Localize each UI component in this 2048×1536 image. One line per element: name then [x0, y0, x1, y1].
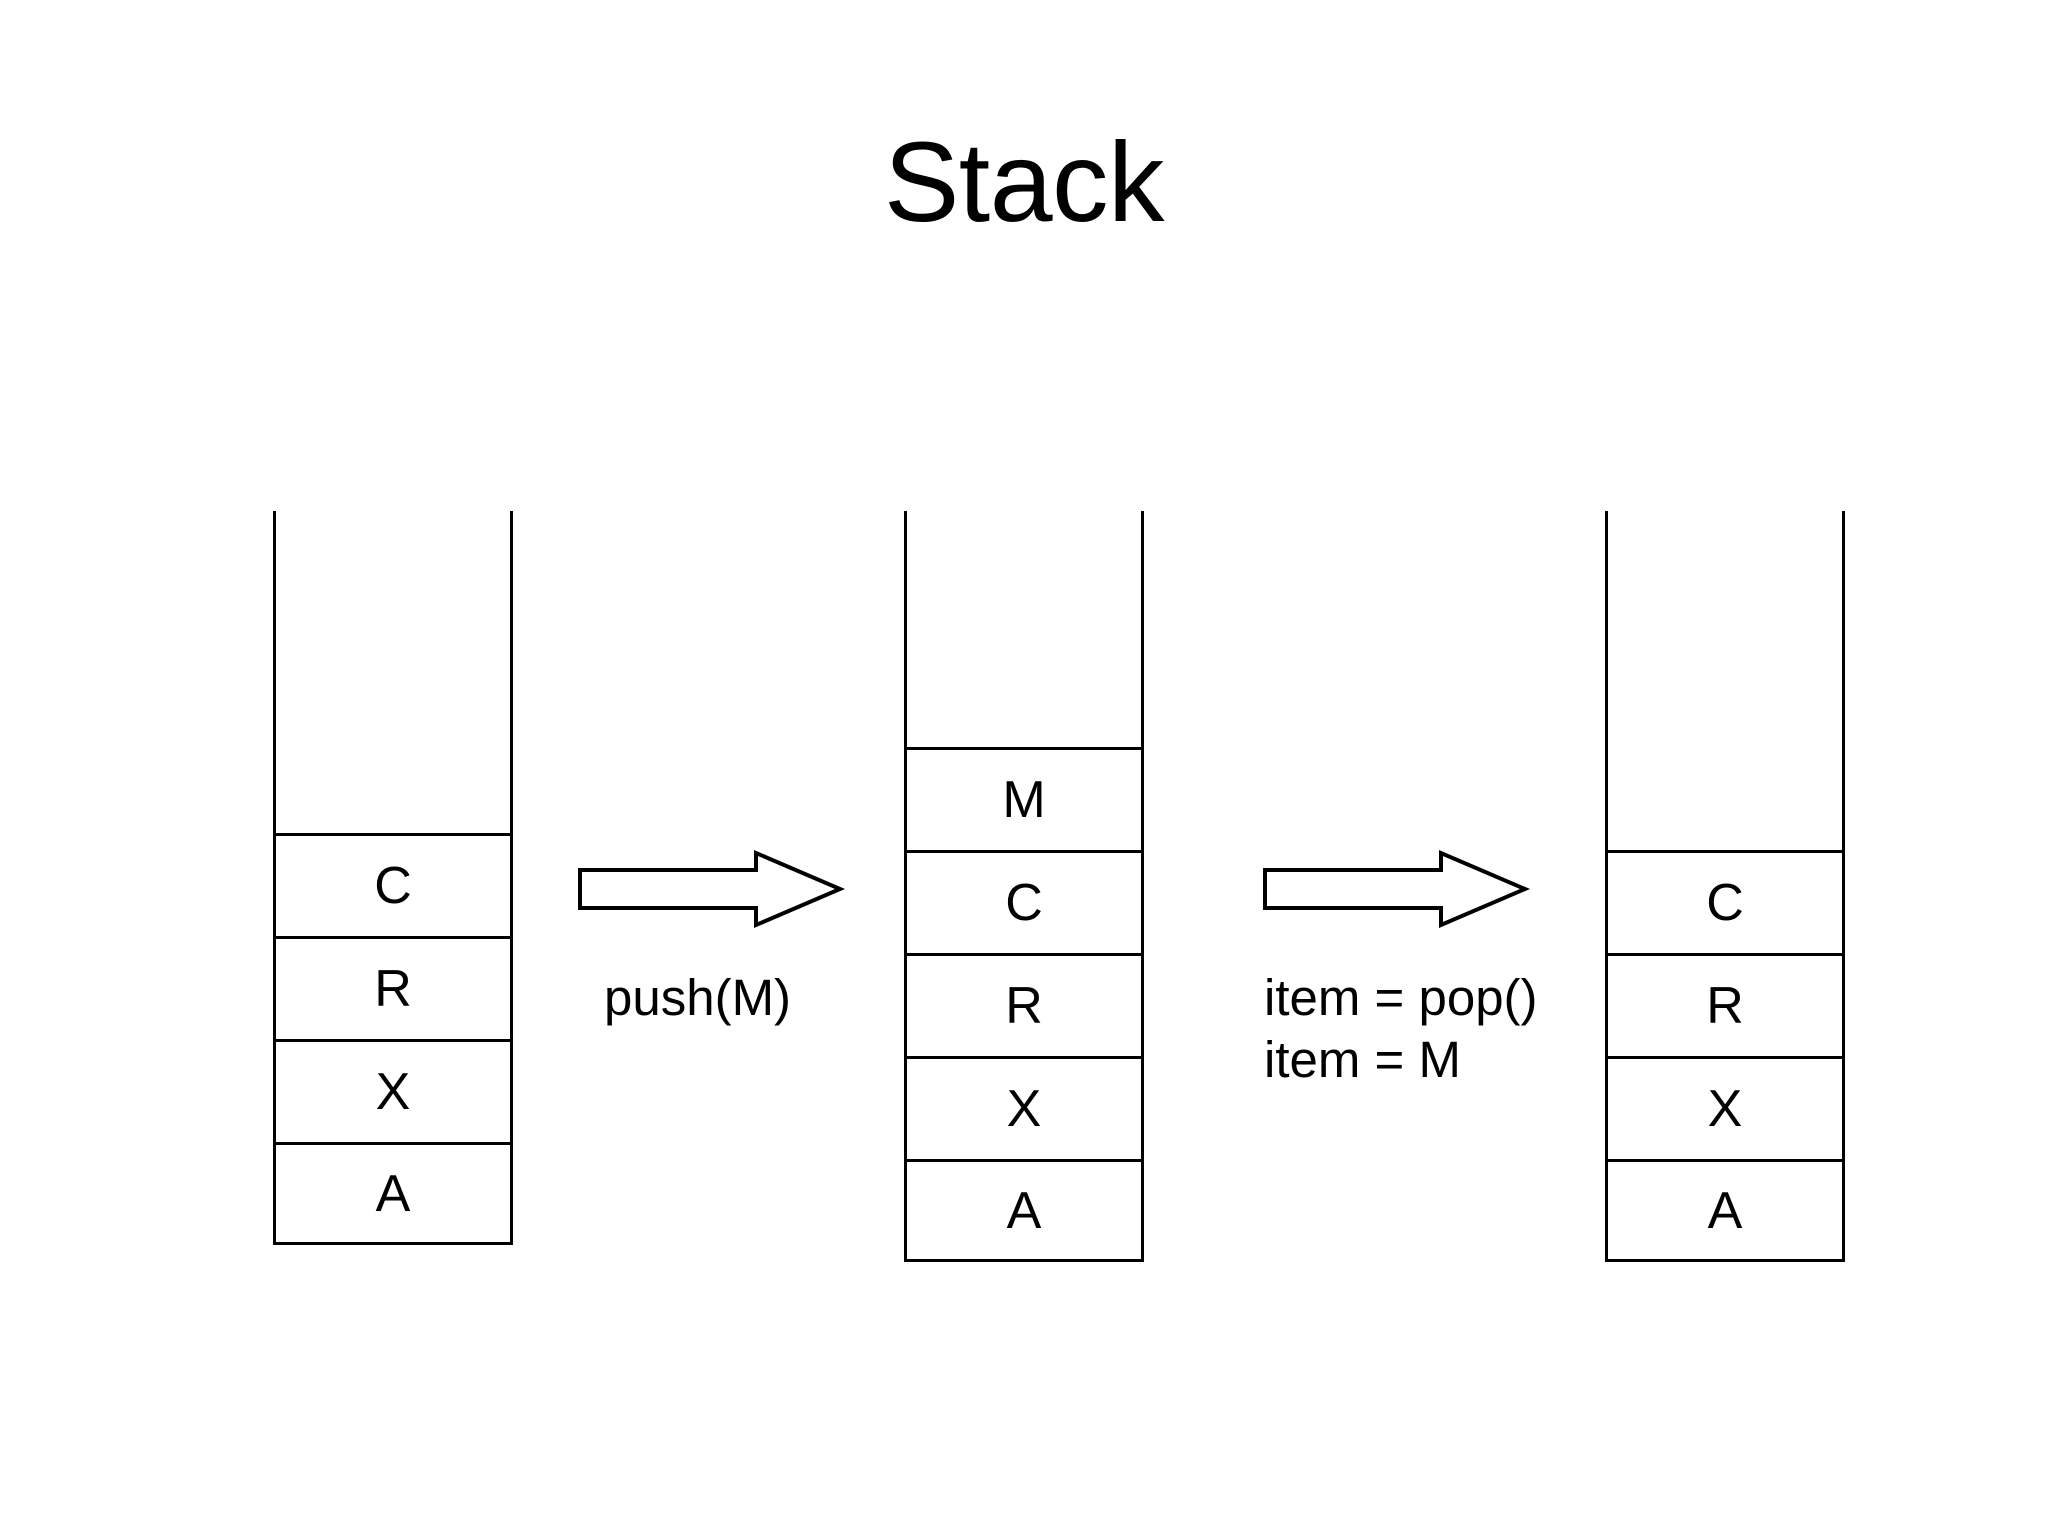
stack-after-push: M C R X A — [904, 511, 1144, 1262]
stack-cell: C — [1605, 850, 1845, 953]
stack-cell: X — [273, 1039, 513, 1142]
stack-cell-group: M C R X A — [904, 747, 1144, 1262]
stack-before-push: C R X A — [273, 511, 513, 1245]
pop-label-line-1: item = pop() — [1264, 969, 1538, 1026]
push-arrow-icon — [578, 849, 846, 929]
stack-cell: R — [904, 953, 1144, 1056]
stack-cell: M — [904, 747, 1144, 850]
push-label: push(M) — [604, 969, 792, 1026]
stack-cell-group: C R X A — [1605, 850, 1845, 1262]
stack-cell: X — [904, 1056, 1144, 1159]
stack-cell: R — [273, 936, 513, 1039]
stack-cell: A — [1605, 1159, 1845, 1262]
page-title: Stack — [883, 119, 1165, 245]
stack-cell: R — [1605, 953, 1845, 1056]
stack-cell: C — [904, 850, 1144, 953]
stack-cell-group: C R X A — [273, 833, 513, 1245]
stack-cell: A — [273, 1142, 513, 1245]
pop-label-line-2: item = M — [1264, 1031, 1461, 1088]
stack-after-pop: C R X A — [1605, 511, 1845, 1262]
stack-cell: A — [904, 1159, 1144, 1262]
stack-cell: X — [1605, 1056, 1845, 1159]
stack-cell: C — [273, 833, 513, 936]
pop-arrow-icon — [1263, 849, 1531, 929]
